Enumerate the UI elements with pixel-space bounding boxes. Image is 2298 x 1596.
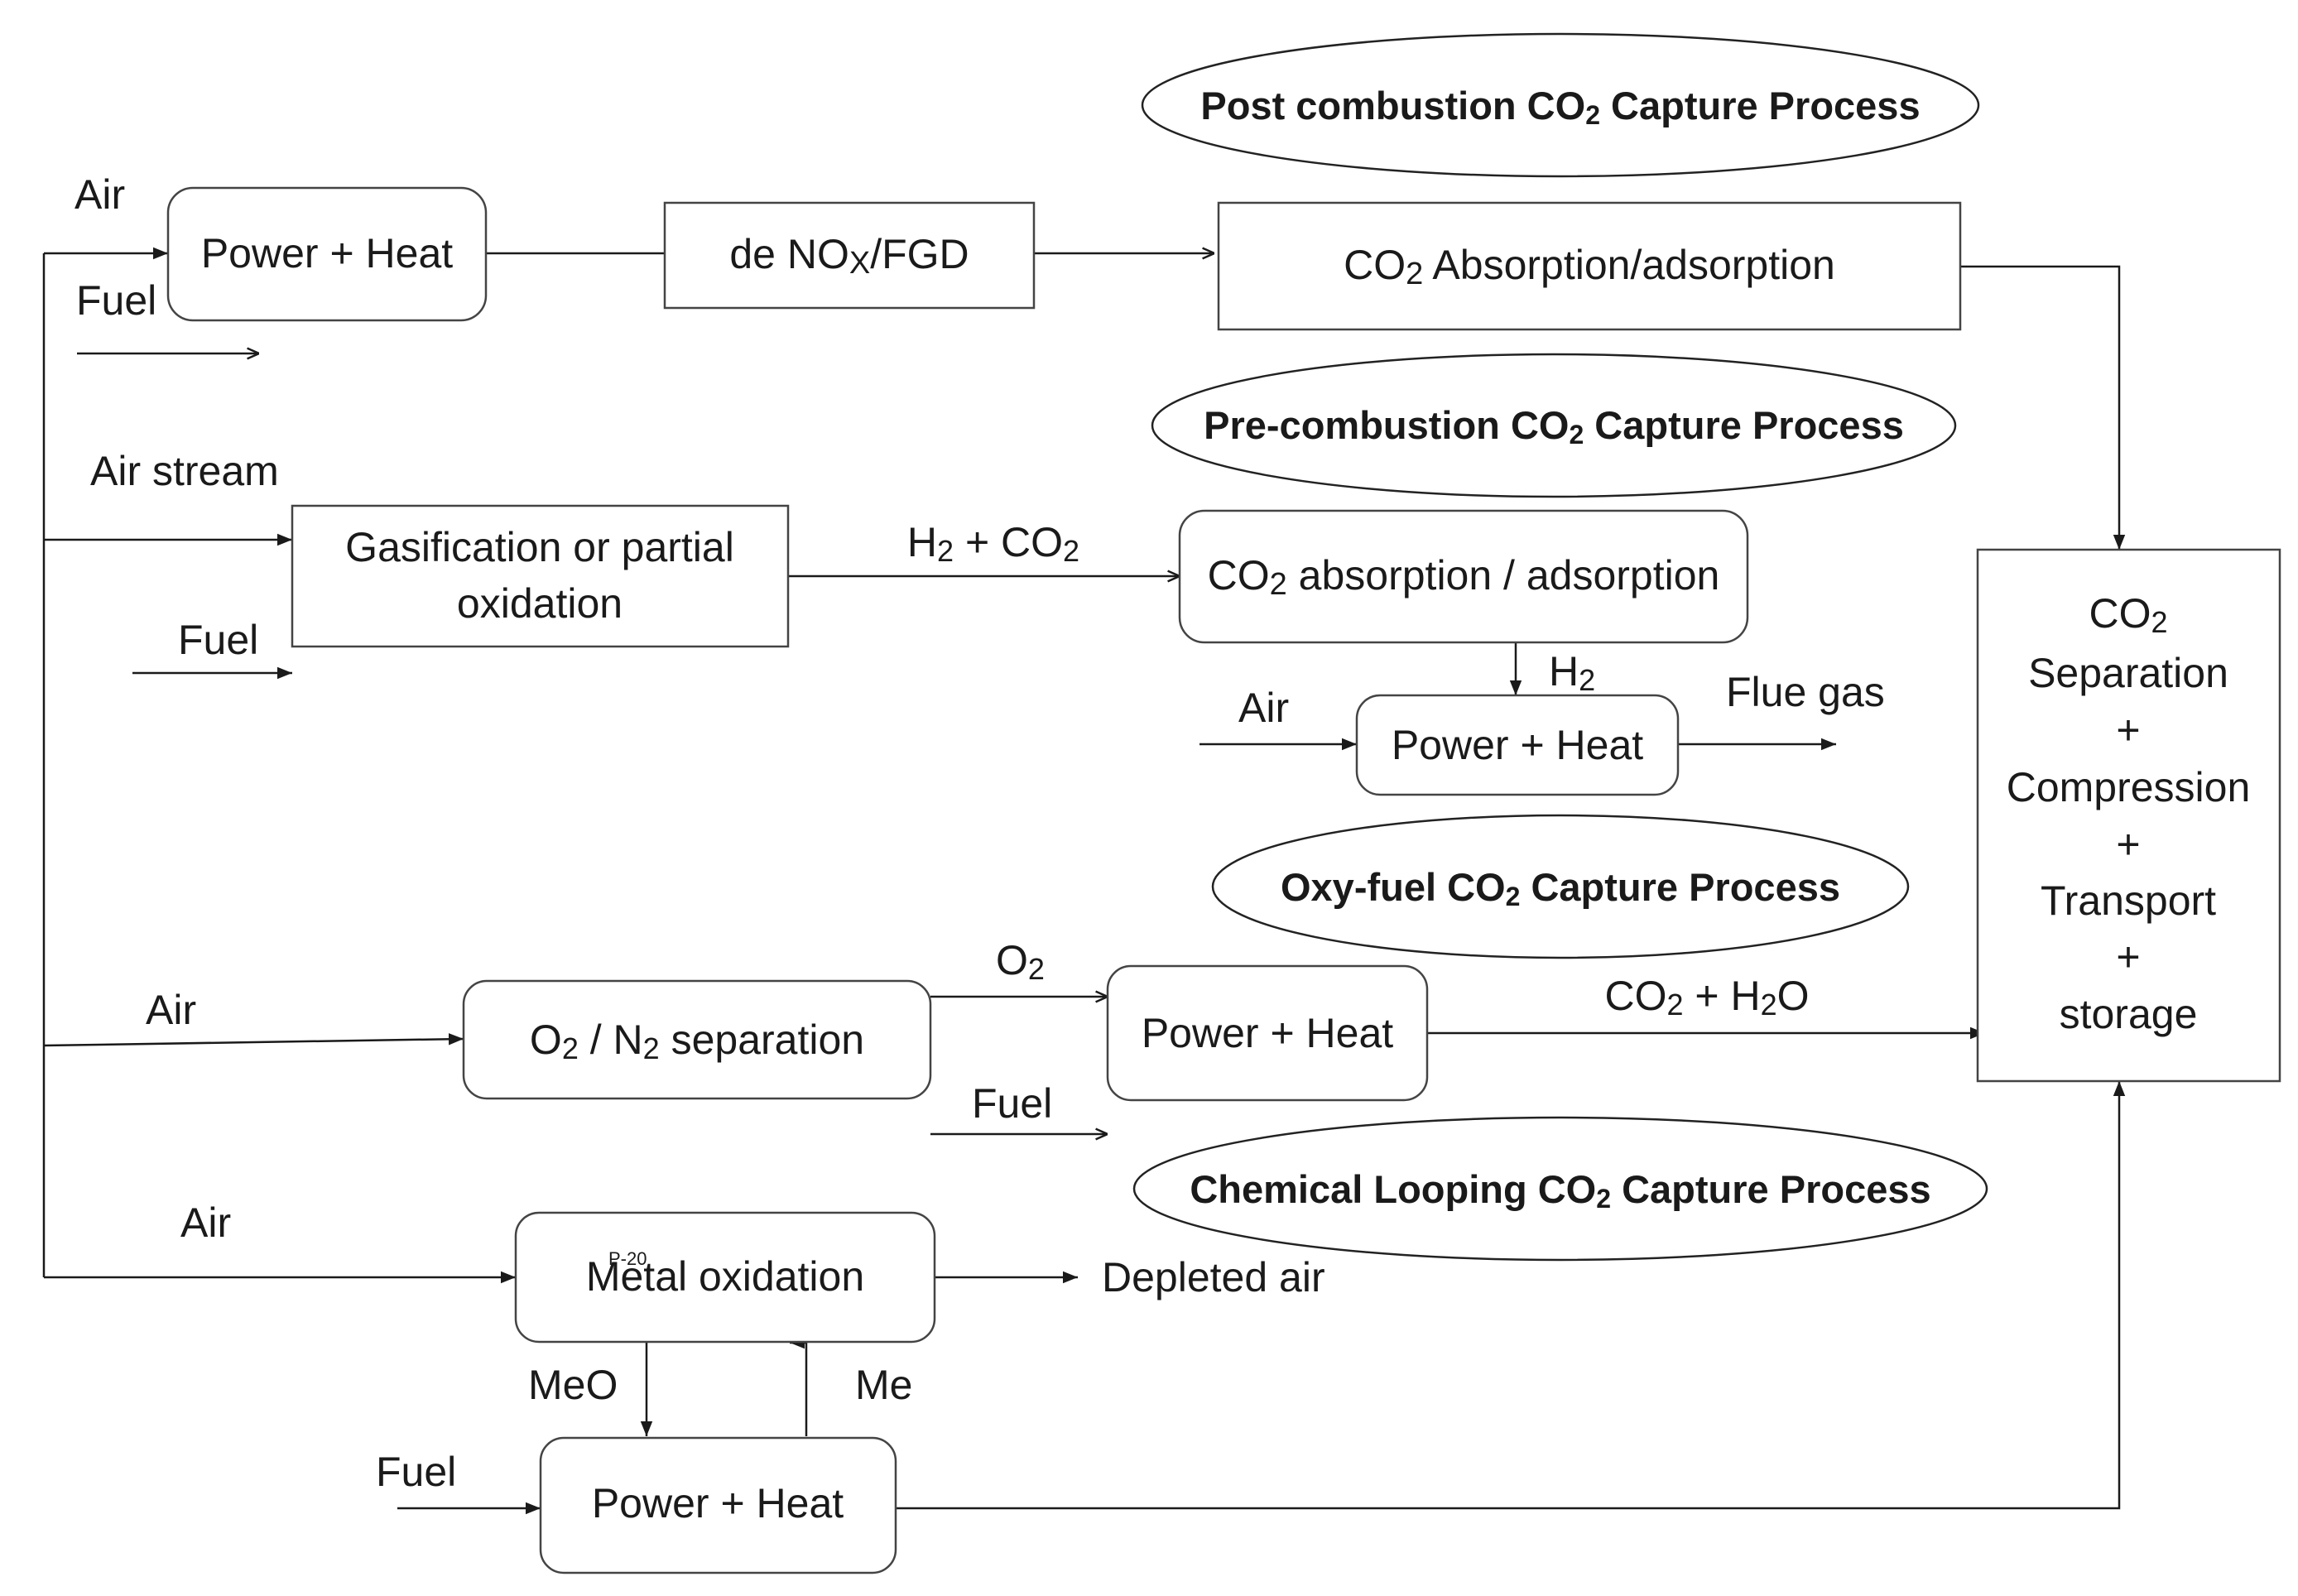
gasification-label-line2: oxidation <box>457 580 623 627</box>
pre-combustion-section: Pre-combustion CO2 Capture Process Air s… <box>90 353 1957 796</box>
pre-power-heat-label: Power + Heat <box>1392 722 1643 768</box>
arrow-co2-absorption-to-storage <box>1960 265 2126 550</box>
oxy-air-label: Air <box>146 987 196 1033</box>
oxy-fuel-section: Oxy-fuel CO2 Capture Process Air O2 / N2… <box>146 814 1910 1127</box>
chemical-looping-title: Chemical Looping CO2 Capture Process <box>1190 1167 1930 1214</box>
oxy-power-heat-box <box>1106 964 1429 1102</box>
arrow-air-to-o2-separation <box>43 1033 464 1047</box>
oxy-fuel-title-oval <box>1211 814 1910 959</box>
denox-fgd-box <box>663 201 1036 310</box>
h2-label: H2 <box>1549 648 1595 697</box>
post-air-label: Air <box>75 171 125 218</box>
loop-fuel-label: Fuel <box>376 1449 456 1495</box>
oxy-fuel-label: Fuel <box>972 1080 1052 1127</box>
pre-power-heat-box <box>1355 694 1680 796</box>
loop-power-heat-label: Power + Heat <box>592 1480 844 1526</box>
pre-co2-absorption-box <box>1178 509 1749 644</box>
pre-fuel-label: Fuel <box>178 617 258 663</box>
post-combustion-title-oval <box>1141 32 1980 178</box>
pre-air-label: Air <box>1238 685 1289 731</box>
co2-absorption-label: CO2 Absorption/adsorption <box>1344 242 1835 291</box>
connectors <box>42 253 2126 1515</box>
storage-line-transport: Transport <box>2041 877 2216 924</box>
co2-absorption-box <box>1217 201 1962 331</box>
chemical-looping-title-oval <box>1132 1116 1988 1262</box>
post-power-heat-label: Power + Heat <box>201 230 453 276</box>
storage-line-plus-2: + <box>2116 821 2140 868</box>
post-power-heat-box <box>166 186 488 322</box>
p20-tag: P-20 <box>608 1248 647 1269</box>
storage-line-separation: Separation <box>2028 650 2228 696</box>
co2-storage-box <box>1976 548 2281 1083</box>
storage-line-storage: storage <box>2060 991 2198 1037</box>
co2-h2o-label: CO2 + H2O <box>1604 973 1809 1022</box>
co2-storage-section: CO2 Separation + Compression + Transport… <box>1976 548 2281 1083</box>
depleted-air-label: Depleted air <box>1102 1254 1325 1300</box>
o2-label: O2 <box>996 937 1045 986</box>
metal-oxidation-box <box>514 1211 936 1344</box>
pre-co2-absorption-label: CO2 absorption / adsorption <box>1208 552 1720 602</box>
loop-power-heat-box <box>539 1436 897 1574</box>
oxy-fuel-title: Oxy-fuel CO2 Capture Process <box>1281 865 1840 911</box>
arrow-me-up <box>790 1336 808 1436</box>
post-combustion-title: Post combustion CO2 Capture Process <box>1200 84 1920 130</box>
me-label: Me <box>855 1362 912 1408</box>
pre-combustion-title: Pre-combustion CO2 Capture Process <box>1204 403 1904 449</box>
post-combustion-section: Post combustion CO2 Capture Process Air … <box>75 32 1980 331</box>
flue-gas-label: Flue gas <box>1726 669 1885 715</box>
h2-co2-label: H2 + CO2 <box>907 519 1079 568</box>
metal-oxidation-label: Metal oxidation <box>586 1253 864 1300</box>
meo-label: MeO <box>528 1362 618 1408</box>
storage-line-plus-3: + <box>2116 934 2140 980</box>
storage-line-compression: Compression <box>2007 764 2251 810</box>
storage-line-plus-1: + <box>2116 707 2140 753</box>
loop-air-label: Air <box>180 1199 231 1246</box>
o2-n2-separation-label: O2 / N2 separation <box>530 1017 864 1065</box>
air-stream-label: Air stream <box>90 448 279 494</box>
gasification-box <box>291 504 790 648</box>
gasification-label-line1: Gasification or partial <box>345 524 734 570</box>
chemical-looping-section: Chemical Looping CO2 Capture Process Air… <box>180 1116 1988 1574</box>
storage-co2-label: CO2 <box>2089 590 2167 639</box>
arrow-loop-power-to-storage <box>896 1081 2126 1510</box>
denox-fgd-label: de NOX/FGD <box>729 231 969 281</box>
pre-combustion-title-oval <box>1151 353 1957 498</box>
post-fuel-label: Fuel <box>76 277 156 324</box>
oxy-power-heat-label: Power + Heat <box>1142 1010 1393 1056</box>
o2-n2-separation-box <box>462 979 932 1100</box>
